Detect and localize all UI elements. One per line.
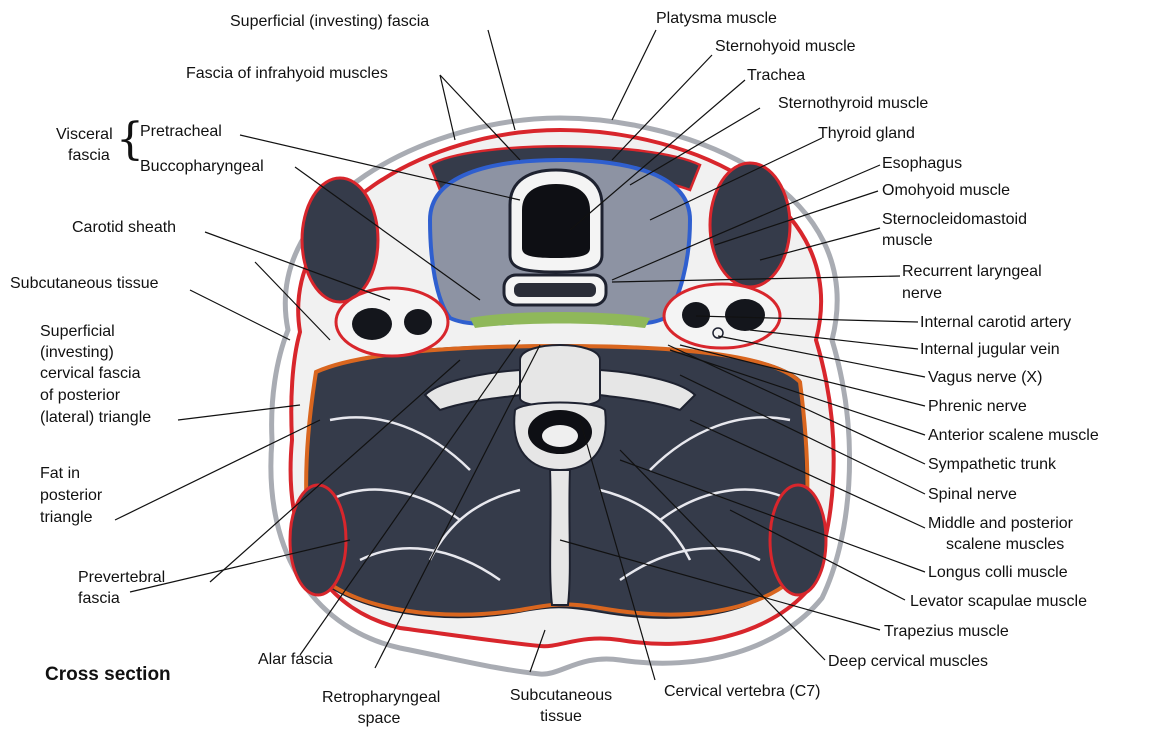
label-sternothyroid: Sternothyroid muscle xyxy=(778,94,928,113)
label-subcutaneous-bottom-1: Subcutaneous xyxy=(506,686,616,705)
label-scm-1: Sternocleidomastoid xyxy=(882,210,1027,229)
spinal-cord xyxy=(542,425,578,447)
label-prevertebral-2: fascia xyxy=(78,589,120,608)
label-omohyoid: Omohyoid muscle xyxy=(882,181,1010,200)
vertebral-body xyxy=(520,345,600,407)
label-subcutaneous-tissue-left: Subcutaneous tissue xyxy=(10,274,159,293)
label-cervical-vertebra: Cervical vertebra (C7) xyxy=(664,682,820,701)
label-cross-section: Cross section xyxy=(45,665,171,684)
label-longus-colli: Longus colli muscle xyxy=(928,563,1068,582)
label-spinal-nerve: Spinal nerve xyxy=(928,485,1017,504)
internal-carotid-right xyxy=(682,302,710,328)
label-scm-2: muscle xyxy=(882,231,933,250)
label-sternohyoid: Sternohyoid muscle xyxy=(715,37,856,56)
internal-carotid-left xyxy=(404,309,432,335)
label-levator-scapulae: Levator scapulae muscle xyxy=(910,592,1087,611)
label-middle-posterior-scalene-1: Middle and posterior xyxy=(928,514,1073,533)
label-superficial-cervical-5: (lateral) triangle xyxy=(40,408,151,427)
label-visceral-fascia-1: Visceral xyxy=(56,125,113,144)
trapezius-left xyxy=(290,485,346,595)
internal-jugular-right xyxy=(725,299,765,331)
label-subcutaneous-bottom-2: tissue xyxy=(506,707,616,726)
label-buccopharyngeal: Buccopharyngeal xyxy=(140,157,264,176)
label-superficial-cervical-3: cervical fascia xyxy=(40,364,140,383)
esophagus-lumen xyxy=(514,283,596,297)
spinous-process xyxy=(550,470,570,605)
label-retropharyngeal-2: space xyxy=(322,709,436,728)
label-thyroid-gland: Thyroid gland xyxy=(818,124,915,143)
label-internal-carotid: Internal carotid artery xyxy=(920,313,1071,332)
internal-jugular-left xyxy=(352,308,392,340)
label-esophagus: Esophagus xyxy=(882,154,962,173)
trapezius-right xyxy=(770,485,826,595)
label-vagus: Vagus nerve (X) xyxy=(928,368,1042,387)
label-deep-cervical: Deep cervical muscles xyxy=(828,652,988,671)
label-superficial-cervical-1: Superficial xyxy=(40,322,115,341)
label-retropharyngeal-1: Retropharyngeal xyxy=(322,688,436,707)
label-superficial-investing-fascia: Superficial (investing) fascia xyxy=(230,12,429,31)
label-fat-posterior-3: triangle xyxy=(40,508,92,527)
label-recurrent-laryngeal-2: nerve xyxy=(902,284,942,303)
label-middle-posterior-scalene-2: scalene muscles xyxy=(946,535,1064,554)
label-alar-fascia: Alar fascia xyxy=(258,650,333,669)
scm-left xyxy=(302,178,378,302)
label-phrenic: Phrenic nerve xyxy=(928,397,1027,416)
label-trachea: Trachea xyxy=(747,66,805,85)
label-prevertebral-1: Prevertebral xyxy=(78,568,165,587)
label-fat-posterior-2: posterior xyxy=(40,486,102,505)
label-sympathetic-trunk: Sympathetic trunk xyxy=(928,455,1056,474)
label-fat-posterior-1: Fat in xyxy=(40,464,80,483)
label-platysma: Platysma muscle xyxy=(656,9,777,28)
label-anterior-scalene: Anterior scalene muscle xyxy=(928,426,1099,445)
label-superficial-cervical-2: (investing) xyxy=(40,343,114,362)
label-internal-jugular: Internal jugular vein xyxy=(920,340,1060,359)
label-recurrent-laryngeal-1: Recurrent laryngeal xyxy=(902,262,1042,281)
label-trapezius: Trapezius muscle xyxy=(884,622,1009,641)
label-pretracheal: Pretracheal xyxy=(140,122,222,141)
label-superficial-cervical-4: of posterior xyxy=(40,386,120,405)
scm-right xyxy=(710,163,790,287)
label-visceral-fascia-2: fascia xyxy=(68,146,110,165)
label-carotid-sheath: Carotid sheath xyxy=(72,218,176,237)
label-fascia-infrahyoid: Fascia of infrahyoid muscles xyxy=(186,64,388,83)
